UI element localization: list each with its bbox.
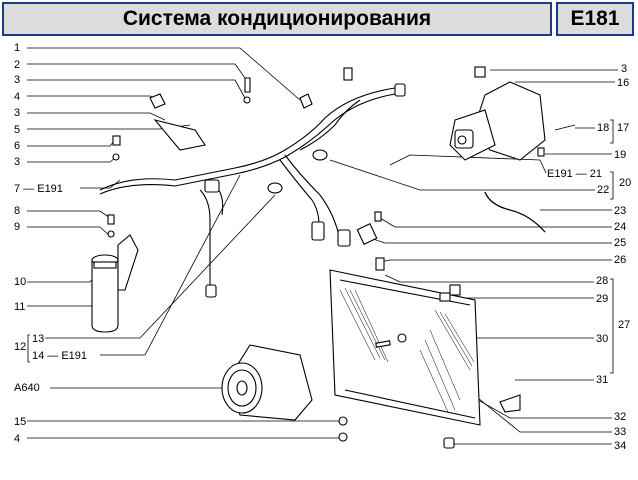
bracket-20 <box>610 171 614 200</box>
callout-11[interactable]: 11 <box>14 301 25 313</box>
fitting-b-icon <box>337 229 351 247</box>
catalog-code: E181 <box>570 7 620 30</box>
clip-icon <box>299 93 313 109</box>
hose-23 <box>484 191 546 233</box>
callout-27[interactable]: 27 <box>618 319 630 331</box>
callout-20[interactable]: 20 <box>619 177 631 189</box>
bolt-3-icon <box>474 66 486 78</box>
plug-34-icon <box>443 437 455 449</box>
bolt-8-icon <box>107 214 115 225</box>
callout-34[interactable]: 34 <box>614 440 626 452</box>
callout-19[interactable]: 19 <box>614 149 626 161</box>
callout-6[interactable]: 6 <box>14 140 20 152</box>
bracket-25-icon <box>356 223 378 245</box>
compressor <box>221 344 348 442</box>
right-callouts: 3 16 18 17 19 E191 — 21 20 22 23 24 25 2… <box>547 63 631 452</box>
o-ring-13-icon <box>267 182 283 194</box>
evaporator-unit <box>449 66 576 161</box>
callout-30[interactable]: 30 <box>596 333 608 345</box>
callout-12[interactable]: 12 <box>14 341 26 353</box>
washer-icon <box>243 96 251 104</box>
callout-23[interactable]: 23 <box>614 205 626 217</box>
callout-32[interactable]: 32 <box>614 411 626 423</box>
bracket-28-icon <box>449 284 461 296</box>
callout-28[interactable]: 28 <box>596 275 608 287</box>
callout-15[interactable]: 15 <box>14 416 26 428</box>
bolt-33-icon <box>375 340 391 348</box>
bracket-29-icon <box>439 292 451 302</box>
bolt-24-icon <box>374 211 382 222</box>
callout-2[interactable]: 2 <box>14 59 20 71</box>
clamp-bracket-icon <box>153 119 206 151</box>
callout-18[interactable]: 18 <box>597 122 609 134</box>
catalog-code-box: E181 <box>556 2 634 36</box>
nut-icon <box>149 93 166 109</box>
callout-3-a[interactable]: 3 <box>14 74 20 86</box>
washer-9-icon <box>107 230 115 238</box>
clamp-7-icon <box>204 179 220 193</box>
fittings <box>107 67 406 298</box>
bracket-12 <box>27 334 30 363</box>
page-title: Система кондиционирования <box>122 7 432 30</box>
bracket-27 <box>610 278 614 374</box>
bracket-17 <box>610 119 614 144</box>
screw-19-icon <box>537 147 545 157</box>
callout-4-a[interactable]: 4 <box>14 91 20 103</box>
bracket-32-icon <box>499 394 521 413</box>
callout-21[interactable]: E191 — 21 <box>547 168 602 180</box>
page-title-box: Система кондиционирования <box>2 2 552 36</box>
washer-33-icon <box>397 333 407 343</box>
callout-31[interactable]: 31 <box>596 374 608 386</box>
nut-15-icon <box>338 416 348 426</box>
fitting-a-icon <box>311 221 325 241</box>
receiver-drier <box>91 234 139 333</box>
pipe-clamp-icon <box>312 149 328 161</box>
callout-17[interactable]: 17 <box>617 122 629 134</box>
callout-7[interactable]: 7 — E191 <box>14 183 63 195</box>
callout-13[interactable]: 13 <box>32 333 44 345</box>
callout-22[interactable]: 22 <box>597 184 609 196</box>
callout-a640[interactable]: A640 <box>14 382 40 394</box>
bolt-icon <box>244 77 251 93</box>
pipe-nut-icon <box>394 83 406 97</box>
refrigerant-lines <box>99 87 396 290</box>
callout-24[interactable]: 24 <box>614 221 626 233</box>
callout-5[interactable]: 5 <box>14 124 20 136</box>
callout-4-b[interactable]: 4 <box>14 433 20 445</box>
callout-9[interactable]: 9 <box>14 221 20 233</box>
left-callouts: 1 2 3 4 3 5 6 3 7 — E191 8 9 10 11 13 12… <box>14 42 87 445</box>
connector-26-icon <box>375 257 385 271</box>
callout-14[interactable]: 14 — E191 <box>32 350 87 362</box>
bolt-6-icon <box>112 135 121 146</box>
service-valve-icon <box>343 67 353 81</box>
callout-10[interactable]: 10 <box>14 276 26 288</box>
callout-33[interactable]: 33 <box>614 426 626 438</box>
callout-8[interactable]: 8 <box>14 205 20 217</box>
callout-r3[interactable]: 3 <box>621 63 627 75</box>
callout-25[interactable]: 25 <box>614 237 626 249</box>
pipe-clip-icon <box>205 284 217 298</box>
callout-26[interactable]: 26 <box>614 254 626 266</box>
callout-16[interactable]: 16 <box>617 77 629 89</box>
callout-1[interactable]: 1 <box>14 42 20 54</box>
callout-3-b[interactable]: 3 <box>14 107 20 119</box>
catalog-header: Система кондиционирования E181 <box>2 2 634 36</box>
callout-3-c[interactable]: 3 <box>14 156 20 168</box>
nut-4b-icon <box>338 432 348 442</box>
washer-3c-icon <box>112 153 120 161</box>
callout-29[interactable]: 29 <box>596 293 608 305</box>
condenser <box>329 257 521 449</box>
